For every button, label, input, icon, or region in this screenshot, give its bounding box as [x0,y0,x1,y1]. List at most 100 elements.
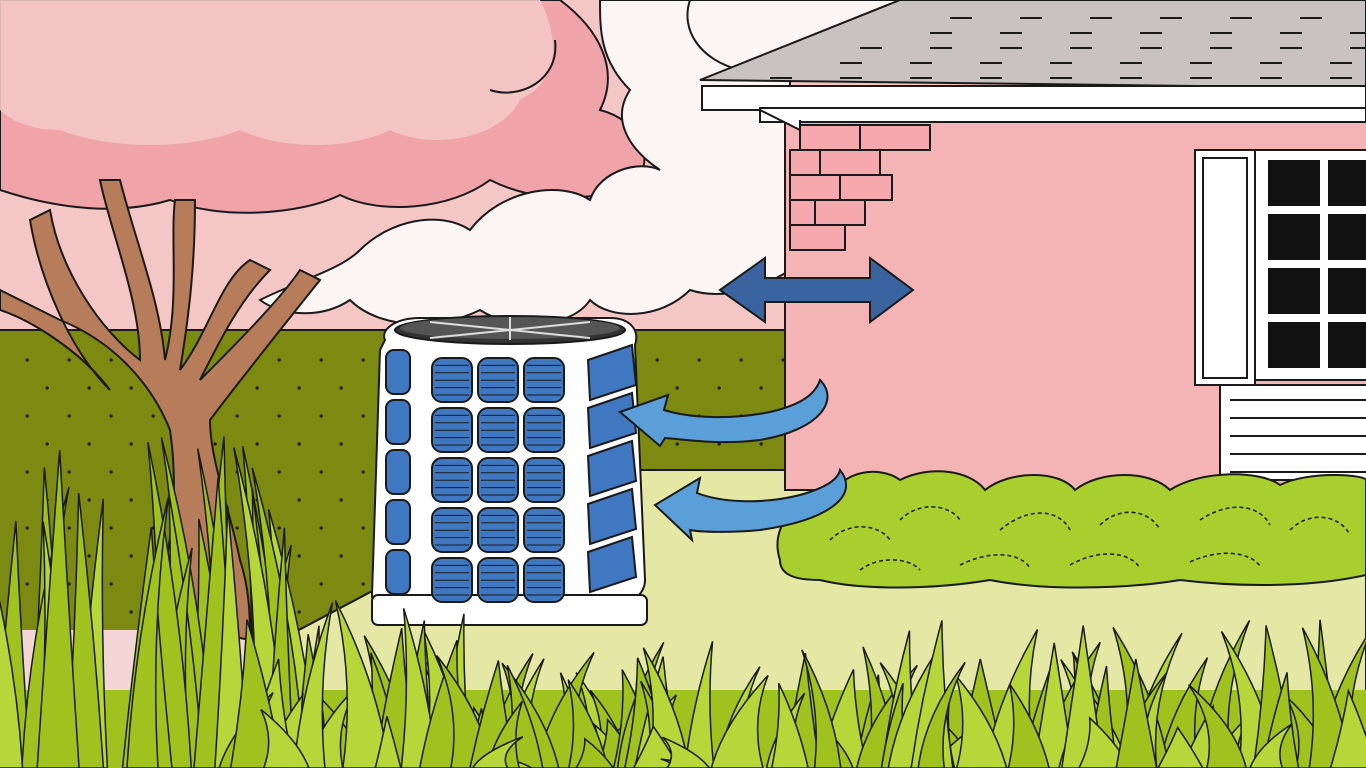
hedge-dot [319,414,323,418]
grass-blade [770,682,809,768]
curved-arrow-icon [653,467,847,543]
grass-blade [1157,726,1204,768]
hedge-dot [361,526,365,530]
roof-fascia [701,85,1366,111]
grass-blade [710,675,769,768]
hedge-dot [25,414,29,418]
ac-condenser-icon [370,315,648,626]
hedge-dot [319,470,323,474]
hedge-dot [675,442,679,446]
hedge-dot [255,442,259,446]
hedge-dot [277,526,281,530]
hedge-dot [129,442,133,446]
grass-blade [801,649,842,768]
grass-blade [1249,723,1293,768]
window-pane [1268,268,1320,314]
grass-blade [684,641,715,768]
hedge-dot [277,470,281,474]
hedge-dot [129,498,133,502]
hedge-dot [25,470,29,474]
hedge-dot [297,554,301,558]
hedge-dot [361,470,365,474]
bush-detail [829,506,1351,571]
hedge-dot [319,582,323,586]
hedge-dot [67,470,71,474]
window-pane [1268,214,1320,260]
grass-blade [1188,684,1247,768]
coil-panel [586,439,638,498]
grass-blade [36,450,80,768]
hedge-dot [67,414,71,418]
coil-panel [385,349,411,395]
hedge-dot [25,526,29,530]
hedge-dot [25,582,29,586]
foreground-grass [0,436,1366,768]
hedge-dot [129,610,133,614]
hedge-dot [781,358,785,362]
hedge-dot [339,386,343,390]
tree [0,179,322,642]
hedge-dot [339,442,343,446]
house-window [1194,149,1366,481]
grass-blade [293,602,334,768]
hedge-dot [109,470,113,474]
hedge-dot [717,386,721,390]
bushes [776,470,1366,589]
hedge-dot [45,442,49,446]
hedge-dot [67,582,71,586]
hedge-dot [361,414,365,418]
window-pane [1328,268,1366,314]
hedge-dot [319,358,323,362]
coil-panel [586,343,638,402]
hedge-dot [213,442,217,446]
hedge-dot [235,526,239,530]
hedge-dot [25,358,29,362]
hedge-dot [129,386,133,390]
hedge-dot [717,442,721,446]
hedge-dot [109,582,113,586]
hedge-dot [697,358,701,362]
coil-panel [385,449,411,495]
hedge-dot [361,582,365,586]
hedge-dot [87,386,91,390]
window-pane [1328,160,1366,206]
grass-blade [260,708,310,768]
hedge-dot [277,358,281,362]
roof-soffit [759,107,1366,123]
grass-blade [1115,658,1158,768]
hedge-dot [255,386,259,390]
grass-blade [662,736,711,768]
hedge-dot [655,358,659,362]
grass-blade [1007,683,1050,768]
coil-panel [586,391,638,450]
exposed-bricks [789,124,931,251]
coil-panel [586,535,638,594]
grass-blade [575,737,615,768]
hedge-dot [109,358,113,362]
grass-blade [567,679,609,768]
hedge-dot [297,442,301,446]
coil-panel [385,499,411,545]
hedge-dot [277,414,281,418]
hedge-dot [109,526,113,530]
grass-blade [126,496,170,768]
grass-blade [1329,688,1366,768]
hedge-dot [319,526,323,530]
coil-panel [586,487,638,546]
roof-shingles [770,17,1366,79]
hedge-dot [297,498,301,502]
window-pane [1328,322,1366,368]
hedge-dot [297,610,301,614]
hedge-dot [361,358,365,362]
grass-blade [917,661,966,768]
grass-blade [0,600,24,768]
window-pane [1328,214,1366,260]
hedge-dot [129,554,133,558]
hedge-dot [739,358,743,362]
hedge-dot [297,386,301,390]
window-pane [1268,160,1320,206]
hedge-dot [67,526,71,530]
hedge-dot [109,414,113,418]
grass-blade [471,736,524,768]
